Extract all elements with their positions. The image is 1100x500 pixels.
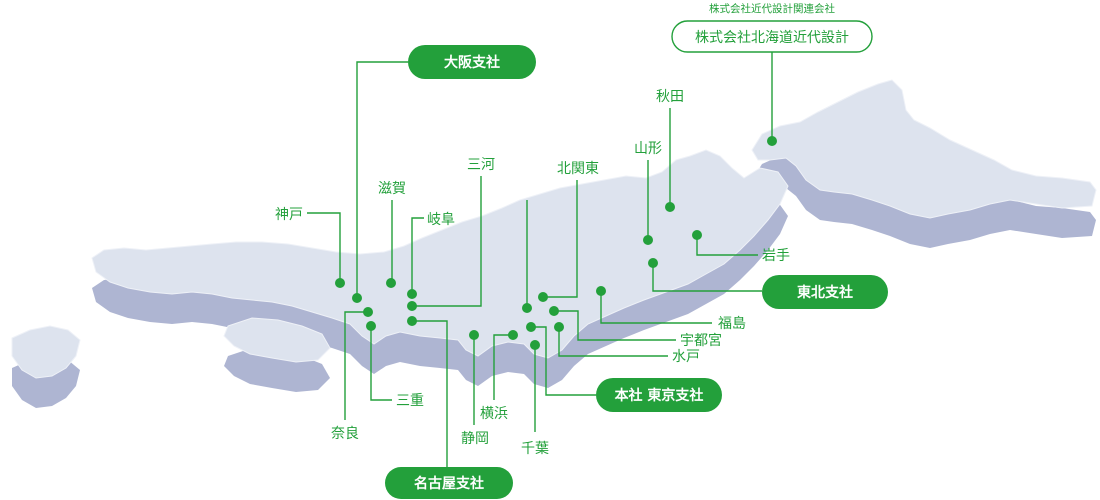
dot-gifu (407, 289, 417, 299)
branch-tohoku-button[interactable]: 東北支社 (762, 275, 888, 309)
leader-mito (558, 327, 668, 357)
leader-kitakanto (543, 180, 578, 298)
leader-gifu (411, 217, 424, 294)
branch-tohoku-label: 東北支社 (797, 284, 853, 301)
affiliate-pill-background (671, 20, 873, 53)
leader-mikawa (412, 176, 482, 307)
leader-lines (307, 52, 773, 467)
branch-osaka-background (408, 45, 536, 79)
dot-shizuoka (469, 330, 479, 340)
dot-mie (366, 321, 376, 331)
branch-tokyo-background (596, 378, 722, 412)
branch-nagoya-background (385, 467, 513, 499)
label-shiga: 滋賀 (378, 181, 406, 197)
leader-nagoya (412, 320, 448, 467)
branch-tokyo-label: 本社 東京支社 (615, 387, 704, 404)
label-kitakanto: 北関東 (557, 161, 599, 177)
dot-nagoya (407, 316, 417, 326)
leader-tokyo (531, 326, 596, 396)
shikoku-landmass (223, 317, 331, 363)
branch-osaka-button[interactable]: 大阪支社 (408, 45, 536, 79)
label-nara: 奈良 (331, 426, 359, 442)
office-dots (335, 136, 777, 350)
label-kobe: 神戸 (275, 207, 303, 223)
leader-nara (344, 311, 368, 420)
dot-fukushima (596, 286, 606, 296)
label-mito: 水戸 (672, 349, 700, 365)
affiliate-hokkaido: 株式会社近代設計関連会社 株式会社北海道近代設計 (671, 2, 873, 53)
leader-osaka (356, 61, 408, 298)
office-labels: 秋田 山形 北関東 三河 滋賀 岐阜 神戸 岩手 福島 宇都宮 水戸 三重 横浜… (275, 89, 790, 457)
label-mie: 三重 (396, 393, 424, 409)
leader-iwate (696, 235, 758, 256)
branch-tohoku-background (762, 275, 888, 309)
affiliate-caption: 株式会社近代設計関連会社 (709, 2, 835, 15)
label-chiba: 千葉 (521, 441, 549, 457)
dot-yamagata (643, 235, 653, 245)
dot-iwate (692, 230, 702, 240)
affiliate-hokkaido-button[interactable]: 株式会社北海道近代設計 (671, 20, 873, 53)
land-top (11, 79, 1097, 379)
leader-utsunomiya (554, 310, 676, 341)
honshu-landmass (91, 149, 789, 359)
leader-yokohama (493, 334, 513, 400)
dot-kitakanto (538, 292, 548, 302)
dot-utsunomiya (549, 306, 559, 316)
branch-tokyo-button[interactable]: 本社 東京支社 (596, 378, 722, 412)
dot-mikawa (407, 301, 417, 311)
label-yamagata: 山形 (634, 141, 662, 157)
leader-mie (370, 326, 392, 401)
dot-tokyo (526, 322, 536, 332)
leader-fukushima (600, 291, 712, 324)
branch-osaka-label: 大阪支社 (444, 54, 500, 71)
leader-kobe (307, 212, 341, 283)
dot-chiba (530, 340, 540, 350)
label-akita: 秋田 (656, 89, 684, 105)
label-gifu: 岐阜 (427, 211, 455, 228)
label-fukushima: 福島 (718, 316, 746, 332)
kyushu-landmass (11, 325, 81, 379)
dot-akita (665, 202, 675, 212)
leader-tohoku (652, 263, 762, 292)
dot-hokkaido (767, 136, 777, 146)
hokkaido-landmass (751, 79, 1097, 219)
branch-nagoya-label: 名古屋支社 (414, 475, 484, 492)
dot-kobe (335, 278, 345, 288)
label-iwate: 岩手 (762, 248, 790, 264)
dot-osaka (352, 293, 362, 303)
dot-nara (363, 307, 373, 317)
dot-yokohama (508, 330, 518, 340)
dot-shiga (386, 278, 396, 288)
label-yokohama: 横浜 (480, 406, 508, 422)
label-utsunomiya: 宇都宮 (680, 333, 722, 349)
branch-nagoya-button[interactable]: 名古屋支社 (385, 467, 513, 499)
dot-tohoku (648, 258, 658, 268)
dot-mito (554, 322, 564, 332)
dot-unlabeled (522, 303, 532, 313)
label-shizuoka: 静岡 (461, 431, 489, 447)
label-mikawa: 三河 (467, 157, 495, 173)
affiliate-name: 株式会社北海道近代設計 (695, 30, 849, 46)
